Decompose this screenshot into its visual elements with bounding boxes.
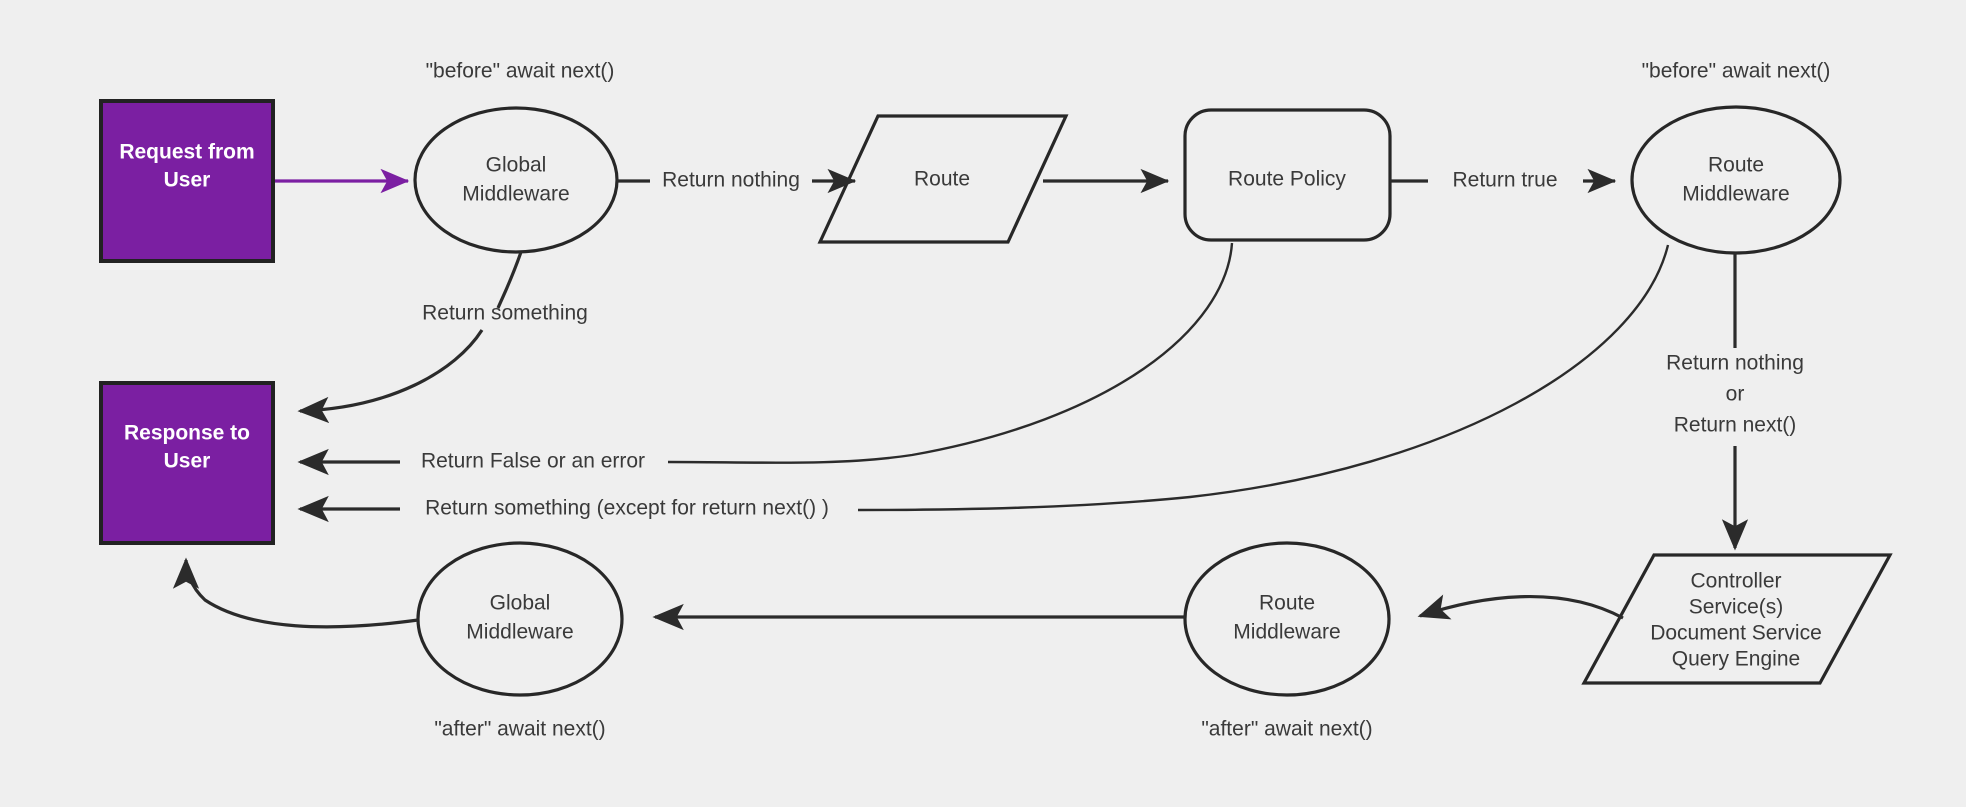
global-middleware-after-ellipse[interactable] <box>416 541 624 697</box>
global-middleware-before-ellipse[interactable] <box>413 106 619 254</box>
route-label: Route <box>914 168 970 191</box>
edge-route-policy-to-route-middleware: Return true <box>1390 169 1617 194</box>
response-to-user-box[interactable] <box>99 381 275 545</box>
route-middleware-before-label-line1: Route <box>1708 154 1764 177</box>
request-from-user-label-line1: Request from <box>119 141 254 164</box>
request-from-user-label-line2: User <box>164 169 211 192</box>
handler-parallelogram[interactable] <box>1581 553 1893 685</box>
node-request-from-user[interactable]: Request from User <box>99 99 275 263</box>
edge-global-middleware-to-route: Return nothing <box>617 169 857 194</box>
handler-line-0: Controller <box>1690 570 1781 593</box>
node-response-to-user[interactable]: Response to User <box>99 381 275 545</box>
global-middleware-after-label-line2: Middleware <box>466 621 573 644</box>
edge-label-handler-line3: Return next() <box>1674 414 1797 437</box>
edge-label-return-something-except: Return something (except for return next… <box>425 497 829 520</box>
route-middleware-before-label-line2: Middleware <box>1682 183 1789 206</box>
edge-route-middleware-to-response: Return something (except for return next… <box>297 244 1670 523</box>
route-middleware-before-ellipse[interactable] <box>1630 105 1842 255</box>
route-parallelogram[interactable] <box>817 114 1069 244</box>
request-from-user-box[interactable] <box>99 99 275 263</box>
node-route-policy[interactable]: Route Policy <box>1183 108 1392 242</box>
edge-label-return-false-or-error: Return False or an error <box>421 450 645 473</box>
edge-label-handler-line1: Return nothing <box>1666 352 1804 375</box>
global-middleware-before-label-line1: Global <box>486 154 547 177</box>
response-to-user-label-line2: User <box>164 450 211 473</box>
edge-route-policy-to-response: Return False or an error <box>297 242 1234 476</box>
handler-line-3: Query Engine <box>1672 648 1800 671</box>
route-policy-label: Route Policy <box>1228 168 1346 191</box>
node-route-middleware-before[interactable]: Route Middleware <box>1630 105 1842 255</box>
node-route[interactable]: Route <box>817 114 1069 244</box>
node-global-middleware-after[interactable]: Global Middleware <box>416 541 624 697</box>
edge-global-middleware-to-response: Return something <box>297 251 588 424</box>
annotation-before-global: "before" await next() <box>426 60 615 83</box>
route-middleware-after-label-line2: Middleware <box>1233 621 1340 644</box>
annotation-after-global: "after" await next() <box>434 718 605 741</box>
global-middleware-before-label-line2: Middleware <box>462 183 569 206</box>
edge-label-return-something: Return something <box>422 302 588 325</box>
route-middleware-after-label-line1: Route <box>1259 592 1315 615</box>
handler-line-1: Service(s) <box>1689 596 1784 619</box>
edge-label-handler-line2: or <box>1726 383 1745 406</box>
edge-label-return-true: Return true <box>1452 169 1557 192</box>
edge-route-middleware-to-handler: Return nothing or Return next() <box>1666 253 1804 551</box>
route-policy-box[interactable] <box>1183 108 1392 242</box>
global-middleware-after-label-line1: Global <box>490 592 551 615</box>
edge-label-return-nothing: Return nothing <box>662 169 800 192</box>
annotation-before-route: "before" await next() <box>1642 60 1831 83</box>
node-route-middleware-after[interactable]: Route Middleware <box>1183 541 1391 697</box>
route-middleware-after-ellipse[interactable] <box>1183 541 1391 697</box>
edge-global-middleware-after-to-response <box>172 557 419 629</box>
response-to-user-label-line1: Response to <box>124 422 250 445</box>
node-global-middleware-before[interactable]: Global Middleware <box>413 106 619 254</box>
annotation-after-route: "after" await next() <box>1201 718 1372 741</box>
handler-line-2: Document Service <box>1650 622 1822 645</box>
edge-handler-to-route-middleware-after <box>1417 594 1624 620</box>
node-handler[interactable]: Controller Service(s) Document Service Q… <box>1581 553 1893 685</box>
